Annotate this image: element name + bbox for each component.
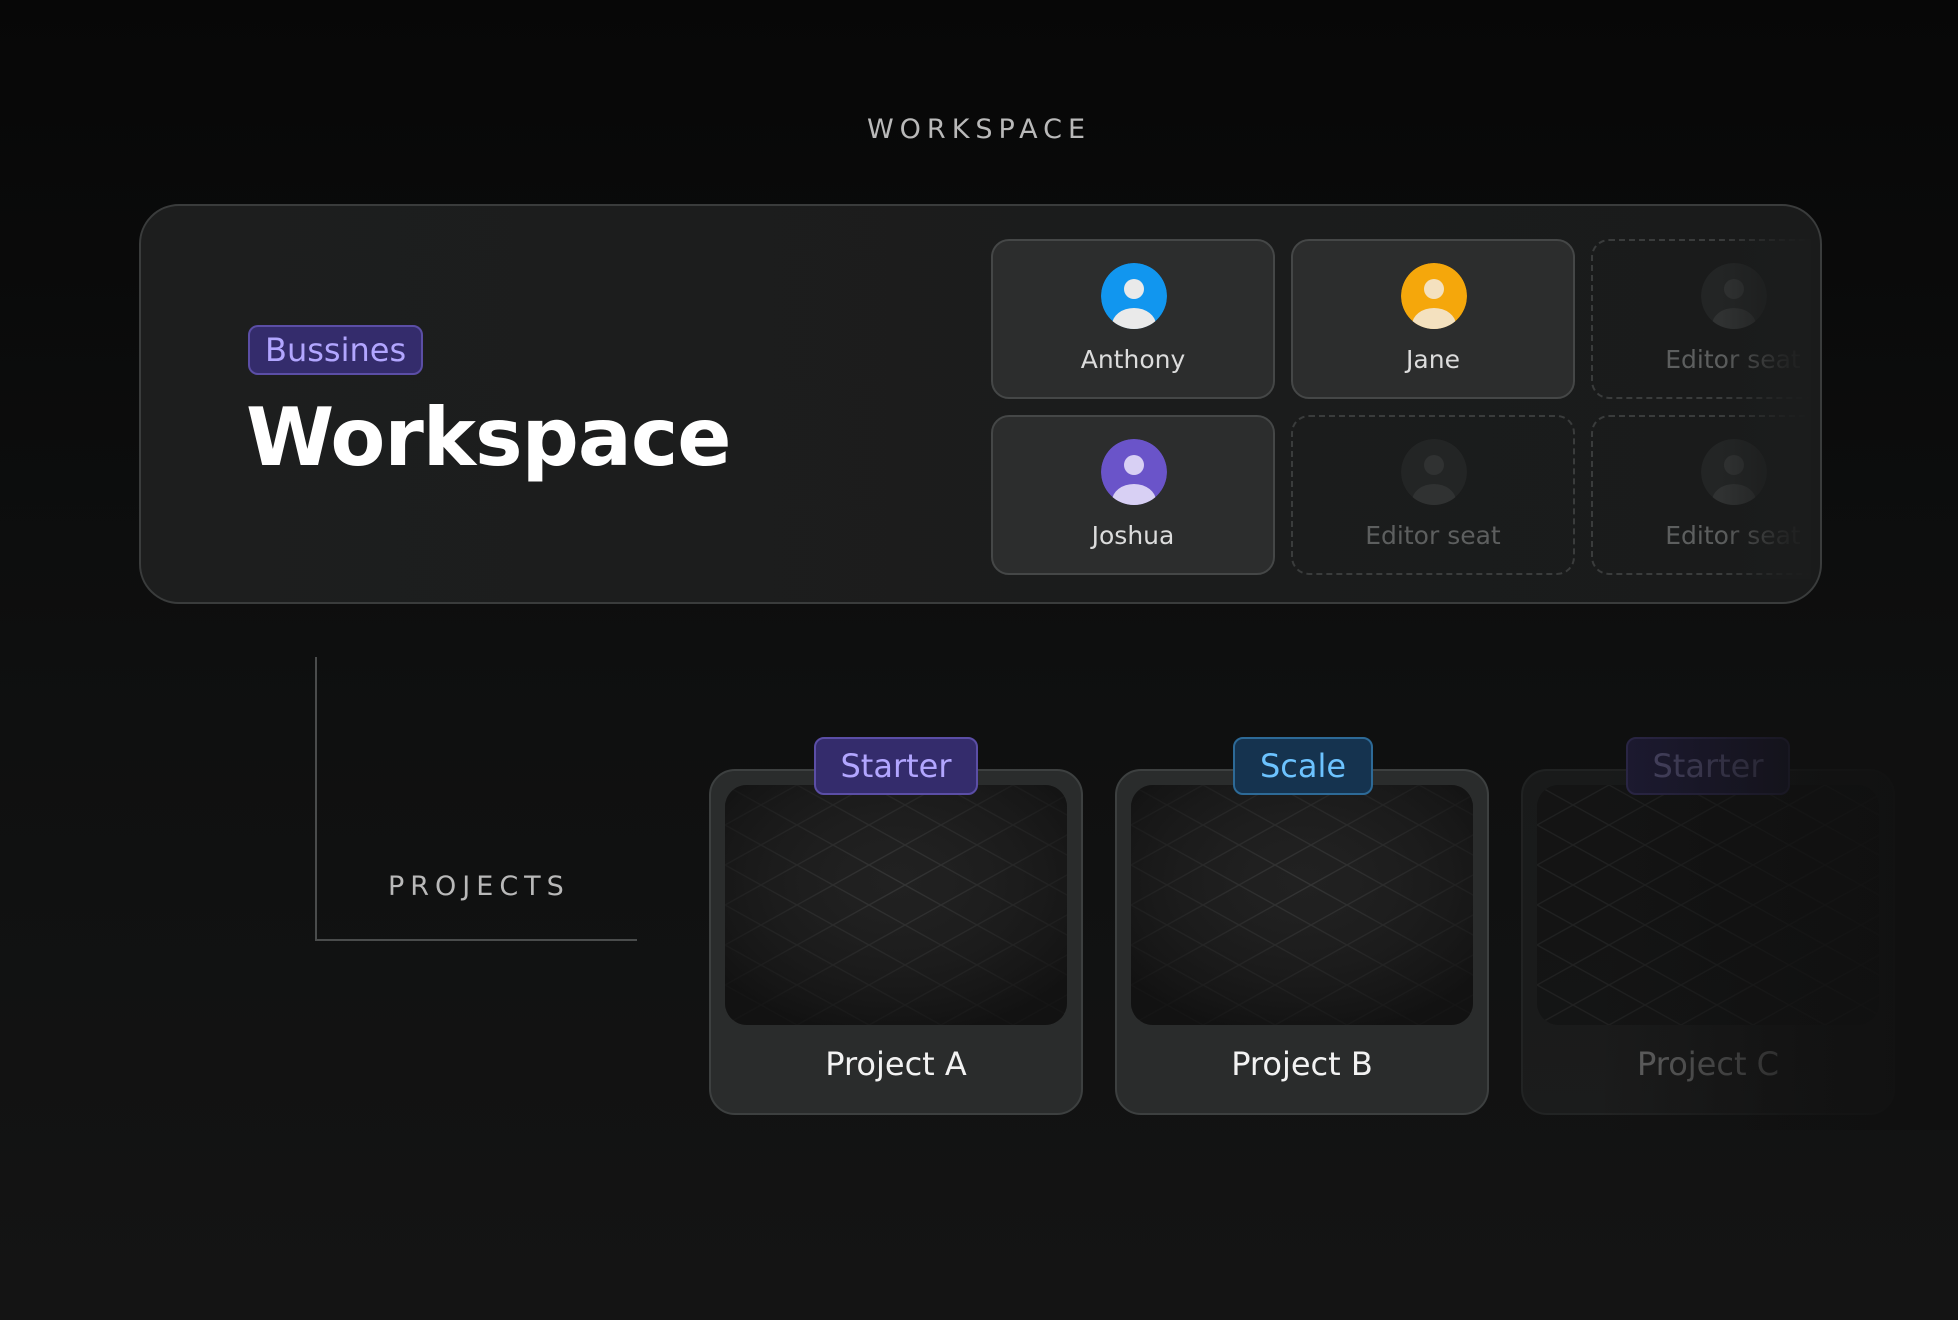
workspace-section-heading: WORKSPACE: [866, 114, 1091, 145]
tier-badge-starter: Starter: [814, 737, 978, 795]
empty-avatar-icon: [1401, 439, 1467, 505]
plan-badge: Bussines: [248, 325, 424, 375]
project-preview-image: [725, 785, 1067, 1025]
seat-name: Editor seat: [1665, 521, 1801, 550]
empty-avatar-icon: [1701, 263, 1767, 329]
seat-name: Editor seat: [1365, 521, 1501, 550]
projects-section-heading: PROJECTS: [388, 871, 570, 902]
project-card-c[interactable]: Project C Starter: [1521, 737, 1895, 1115]
tier-badge-scale: Scale: [1233, 737, 1373, 795]
project-name: Project C: [1637, 1045, 1779, 1083]
user-avatar-icon: [1101, 263, 1167, 329]
project-name: Project A: [825, 1045, 967, 1083]
seat-name: Joshua: [1091, 521, 1175, 550]
seat-tile-jane[interactable]: Jane: [1291, 239, 1575, 399]
empty-avatar-icon: [1701, 439, 1767, 505]
seat-name: Jane: [1406, 345, 1460, 374]
tier-badge-starter: Starter: [1626, 737, 1790, 795]
workspace-card[interactable]: Bussines Workspace Anthony Jane: [139, 204, 1822, 604]
user-avatar-icon: [1401, 263, 1467, 329]
seat-tile-joshua[interactable]: Joshua: [991, 415, 1275, 575]
seat-tile-empty[interactable]: Editor seat: [1291, 415, 1575, 575]
project-card-a[interactable]: Project A Starter: [709, 737, 1083, 1115]
workspace-title: Workspace: [246, 391, 732, 484]
user-avatar-icon: [1101, 439, 1167, 505]
seat-tile-anthony[interactable]: Anthony: [991, 239, 1275, 399]
project-preview-image: [1537, 785, 1879, 1025]
tree-connector-line: [315, 657, 637, 941]
seat-tile-empty[interactable]: Editor seat: [1591, 239, 1811, 399]
seat-tile-empty[interactable]: Editor seat: [1591, 415, 1811, 575]
seat-name: Anthony: [1080, 345, 1186, 374]
project-preview-image: [1131, 785, 1473, 1025]
project-card-b[interactable]: Project B Scale: [1115, 737, 1489, 1115]
seat-name: Editor seat: [1665, 345, 1801, 374]
project-name: Project B: [1231, 1045, 1373, 1083]
seat-grid: Anthony Jane Editor seat: [991, 239, 1811, 579]
